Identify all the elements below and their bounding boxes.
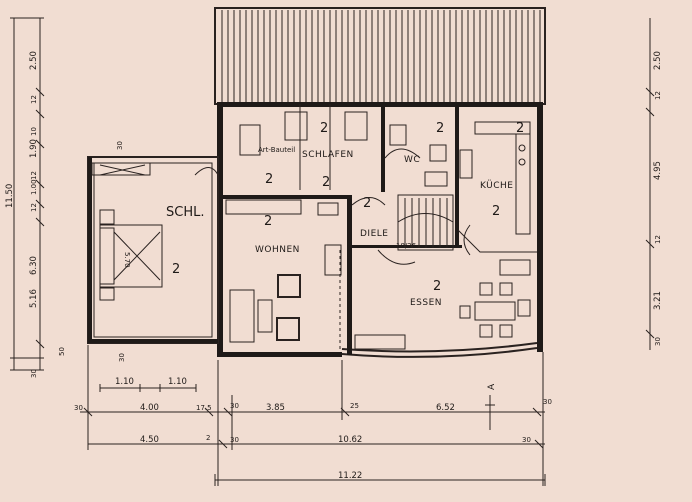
wohnen-furniture bbox=[225, 199, 342, 343]
bath-furniture bbox=[239, 111, 448, 187]
svg-text:30: 30 bbox=[116, 141, 124, 150]
stair bbox=[397, 194, 454, 251]
svg-text:12: 12 bbox=[30, 171, 38, 180]
svg-text:1.10: 1.10 bbox=[115, 377, 134, 387]
svg-text:30: 30 bbox=[543, 398, 552, 406]
svg-text:1.00: 1.00 bbox=[30, 179, 38, 195]
dim-left-total: 11.50 bbox=[5, 184, 15, 208]
svg-text:10.62: 10.62 bbox=[338, 435, 362, 445]
svg-text:4.50: 4.50 bbox=[140, 435, 159, 445]
svg-text:30: 30 bbox=[230, 402, 239, 410]
svg-text:6.30: 6.30 bbox=[29, 256, 39, 275]
svg-text:1.10: 1.10 bbox=[168, 377, 187, 387]
svg-text:2: 2 bbox=[206, 434, 210, 442]
svg-text:3.85: 3.85 bbox=[266, 403, 285, 413]
room-label-schlafen: SCHLAFEN bbox=[302, 150, 354, 160]
room-label-wohnen: WOHNEN bbox=[255, 245, 300, 255]
svg-text:12: 12 bbox=[30, 203, 38, 212]
svg-text:10: 10 bbox=[30, 127, 38, 136]
door-swings bbox=[194, 148, 471, 350]
essen-furniture bbox=[354, 259, 531, 350]
left-wing-walls bbox=[87, 156, 219, 344]
svg-text:6.52: 6.52 bbox=[436, 403, 455, 413]
room-label-wc: WC bbox=[404, 155, 420, 165]
room-marks: 2 2 2 2 2 2 2 2 2 2 bbox=[172, 121, 524, 294]
svg-text:11.22: 11.22 bbox=[338, 471, 362, 481]
dimension-chain-bottom-3: 4.50 2 30 10.62 30 bbox=[88, 434, 545, 449]
extension-lines bbox=[87, 345, 544, 486]
room-label-kueche: KÜCHE bbox=[480, 180, 514, 191]
svg-text:A: A bbox=[487, 383, 497, 390]
svg-text:1.90: 1.90 bbox=[29, 139, 39, 158]
svg-text:2: 2 bbox=[436, 121, 444, 136]
roof-hatch bbox=[214, 7, 546, 105]
interior-walls bbox=[223, 102, 537, 355]
svg-text:30: 30 bbox=[74, 404, 83, 412]
svg-text:30: 30 bbox=[230, 436, 239, 444]
dimension-chain-right: 2.50 12 4.95 12 3.21 30 bbox=[645, 18, 663, 350]
svg-text:30: 30 bbox=[654, 337, 662, 346]
svg-text:2: 2 bbox=[265, 172, 273, 187]
dim-left-2-50: 2.50 bbox=[29, 51, 39, 70]
kitchen-furniture bbox=[459, 121, 531, 235]
svg-text:3.21: 3.21 bbox=[653, 291, 663, 310]
svg-text:5.16: 5.16 bbox=[29, 289, 39, 308]
section-marker: A bbox=[485, 383, 497, 430]
dimension-chain-bottom-1: 1.10 1.10 bbox=[99, 377, 197, 392]
svg-text:2: 2 bbox=[492, 204, 500, 219]
svg-text:2: 2 bbox=[363, 196, 371, 211]
svg-text:2: 2 bbox=[172, 262, 180, 277]
svg-text:2: 2 bbox=[322, 175, 330, 190]
svg-text:2.50: 2.50 bbox=[653, 51, 663, 70]
bed bbox=[99, 209, 163, 301]
svg-text:2: 2 bbox=[516, 121, 524, 136]
room-label-schl: SCHL. bbox=[166, 205, 204, 220]
svg-text:4.00: 4.00 bbox=[140, 403, 159, 413]
svg-text:17.5: 17.5 bbox=[196, 404, 212, 412]
dimension-chain-left: 2.50 12 10 1.90 11.50 12 1.00 12 6.30 5.… bbox=[5, 17, 126, 378]
svg-text:50: 50 bbox=[58, 347, 66, 356]
svg-text:12: 12 bbox=[654, 235, 662, 244]
svg-text:2: 2 bbox=[433, 279, 441, 294]
svg-text:30: 30 bbox=[30, 369, 38, 378]
dimension-chain-bottom-4: 11.22 bbox=[214, 471, 546, 486]
svg-text:2: 2 bbox=[264, 214, 272, 229]
stair-note: 18/26 bbox=[396, 242, 417, 250]
svg-text:2: 2 bbox=[320, 121, 328, 136]
svg-text:30: 30 bbox=[118, 353, 126, 362]
dimension-chain-bottom-2: 30 4.00 17.5 30 3.85 25 6.52 30 bbox=[74, 398, 552, 417]
exterior-walls bbox=[217, 102, 543, 358]
svg-text:12: 12 bbox=[30, 95, 38, 104]
svg-text:25: 25 bbox=[350, 402, 359, 410]
room-label-essen: ESSEN bbox=[410, 298, 442, 308]
svg-text:4.95: 4.95 bbox=[653, 161, 663, 180]
svg-text:12: 12 bbox=[654, 91, 662, 100]
room-labels: SCHL. SCHLAFEN Art-Bauteil WC KÜCHE WOHN… bbox=[123, 146, 514, 308]
svg-text:30: 30 bbox=[522, 436, 531, 444]
room-note-schlafen: Art-Bauteil bbox=[258, 146, 295, 154]
bed-dimension: 5.70 bbox=[123, 252, 131, 268]
room-label-diele: DIELE bbox=[360, 229, 388, 239]
